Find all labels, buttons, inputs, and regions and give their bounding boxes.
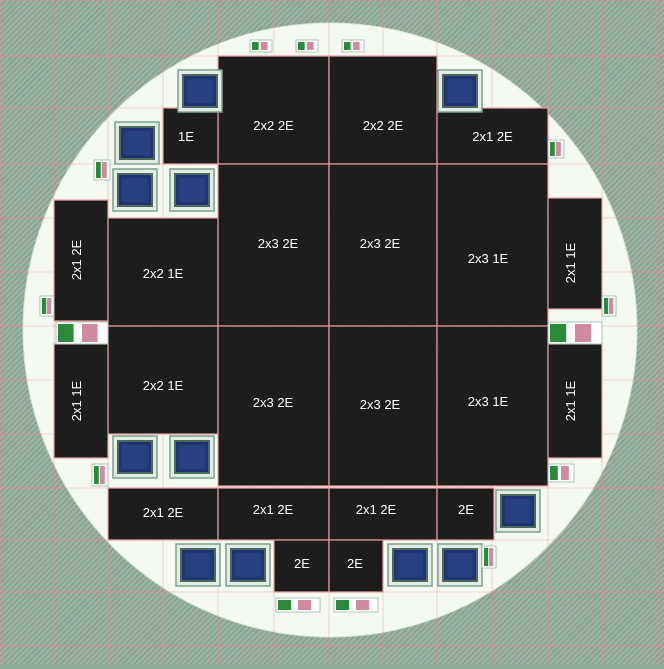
die-body: [328, 55, 438, 165]
die-label: 2x3 2E: [360, 397, 401, 412]
alignment-mark: [295, 39, 319, 53]
die-body: [107, 325, 219, 435]
die-label: 2x1 1E: [69, 380, 84, 421]
die: 2x1 2E: [328, 487, 438, 541]
die: 2x1 1E: [53, 343, 109, 459]
die-body: [328, 487, 438, 541]
die-label: 2x2 2E: [363, 118, 404, 133]
die-body: [547, 197, 603, 310]
die-label: 2x1 2E: [472, 129, 513, 144]
test-structure: [177, 69, 223, 113]
die: 2E: [328, 539, 384, 593]
test-structure: [169, 435, 215, 479]
die-label: 2x3 2E: [253, 395, 294, 410]
alignment-mark: [333, 597, 379, 613]
die-body: [53, 199, 109, 322]
die: 2E: [436, 487, 495, 541]
die: 2x3 2E: [217, 325, 330, 487]
die: 2x3 2E: [328, 325, 438, 487]
die-body: [217, 55, 330, 165]
alignment-mark: [275, 597, 321, 613]
test-structure: [387, 543, 433, 587]
die: 2x2 2E: [328, 55, 438, 165]
die-label: 2x1 2E: [356, 502, 397, 517]
alignment-mark: [39, 295, 55, 317]
test-structure: [437, 69, 483, 113]
alignment-mark: [481, 545, 497, 569]
die-label: 2x3 2E: [258, 236, 299, 251]
die: 2x1 2E: [217, 487, 330, 541]
test-structure: [437, 543, 483, 587]
die-label: 2x3 1E: [468, 394, 509, 409]
die-label: 2x1 2E: [69, 239, 84, 280]
die: 2x1 1E: [547, 343, 603, 459]
die-body: [436, 325, 549, 487]
die-body: [328, 163, 438, 327]
die: 2x3 2E: [328, 163, 438, 327]
die: 2x3 2E: [217, 163, 330, 327]
alignment-mark: [93, 159, 111, 181]
die: 2E: [273, 539, 330, 593]
die-body: [217, 487, 330, 541]
die: 2x2 2E: [217, 55, 330, 165]
die-label: 2x3 2E: [360, 236, 401, 251]
alignment-mark: [601, 295, 617, 317]
die-label: 2x1 2E: [253, 502, 294, 517]
die: 2x1 2E: [107, 487, 219, 541]
alignment-mark: [547, 139, 565, 159]
die-label: 1E: [178, 129, 194, 144]
die-body: [328, 325, 438, 487]
die-body: [328, 539, 384, 593]
test-structure: [495, 489, 541, 533]
die: 2x3 1E: [436, 163, 549, 327]
die-body: [436, 163, 549, 327]
die: 2x1 2E: [53, 199, 109, 322]
test-structure: [112, 435, 158, 479]
die-body: [217, 163, 330, 327]
die: 2x1 2E: [436, 107, 549, 165]
test-structure: [112, 168, 158, 212]
die: 2x3 1E: [436, 325, 549, 487]
die: 2x1 1E: [547, 197, 603, 310]
test-structures: [112, 69, 541, 587]
die-label: 2x2 1E: [143, 378, 184, 393]
die-label: 2x2 2E: [253, 118, 294, 133]
test-structure: [175, 543, 221, 587]
die-body: [162, 107, 219, 165]
die-body: [107, 487, 219, 541]
alignment-marks: [39, 39, 617, 613]
test-structure: [169, 168, 215, 212]
die-body: [436, 487, 495, 541]
die-label: 2x1 2E: [143, 505, 184, 520]
die-label: 2x2 1E: [143, 266, 184, 281]
alignment-mark: [547, 321, 603, 345]
test-structure: [114, 121, 160, 165]
alignment-mark: [91, 463, 109, 487]
die: 1E: [162, 107, 219, 165]
die: 2x2 1E: [107, 217, 219, 327]
alignment-mark: [55, 321, 109, 345]
die-label: 2E: [347, 556, 363, 571]
alignment-mark: [249, 39, 273, 53]
die-label: 2x1 1E: [563, 380, 578, 421]
test-structure: [225, 543, 271, 587]
die-label: 2E: [294, 556, 310, 571]
alignment-mark: [547, 463, 575, 483]
alignment-mark: [341, 39, 365, 53]
die-label: 2x1 1E: [563, 242, 578, 283]
die-label: 2E: [458, 502, 474, 517]
dies-layer: 2x2 2E 2x2 2E 2x1 2E 1E 2x1 2E 2x2 1E 2x…: [53, 55, 603, 593]
die-label: 2x3 1E: [468, 251, 509, 266]
die: 2x2 1E: [107, 325, 219, 435]
